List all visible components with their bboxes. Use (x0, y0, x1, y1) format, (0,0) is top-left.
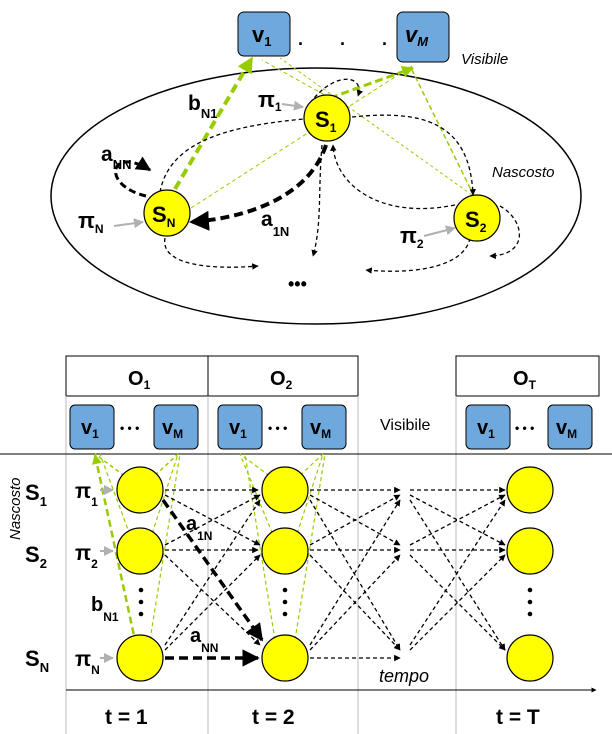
a-1n-label: a1N (261, 208, 289, 239)
time-label-2: t = 2 (252, 706, 295, 729)
obs-column-1-label: O1 (128, 368, 151, 392)
row-label-s1: S1 (25, 480, 47, 509)
obs-v1-label: v1 (252, 22, 271, 49)
trellis-a-1n: a1N (186, 513, 212, 543)
time-label-1: t = 1 (105, 706, 148, 729)
trellis-obs-boxes (69, 404, 593, 450)
obs-column-box-2 (207, 355, 359, 397)
trellis-visible-label: Visibile (380, 417, 431, 434)
obs-vm-label: vM (405, 22, 429, 49)
a-nn-label: aNN (101, 143, 131, 172)
obs-column-2-label: O2 (270, 368, 293, 392)
emission-arrows (173, 56, 475, 209)
trellis-obs-dots-col2: • • • (268, 421, 287, 435)
state-s1-label: S1 (315, 107, 337, 135)
obs-box-v1: v1 (237, 11, 291, 57)
trellis-hidden-label: Nascosto (7, 477, 24, 540)
top-hmm-diagram: v1 . . . vM Visibile Nascosto (50, 11, 582, 325)
trellis-state-nodes (116, 466, 554, 682)
state-s1: S1 (303, 94, 351, 142)
trellis-pi-1: π1 (75, 480, 98, 509)
state-s2: S2 (453, 194, 501, 242)
row-label-s2: S2 (25, 542, 47, 571)
trellis-pi-n: πN (75, 648, 100, 677)
state-sn: SN (143, 189, 191, 237)
pi-1-label: π1 (258, 87, 282, 114)
trellis-b-n1: bN1 (91, 594, 119, 624)
row-label-sn: SN (25, 646, 49, 675)
transition-arrows (114, 78, 520, 274)
column-separators (65, 396, 457, 734)
hidden-label: Nascosto (492, 164, 555, 181)
trellis-initial-arrows (100, 485, 114, 663)
obs-column-box-t (455, 355, 600, 397)
trellis-transitions-mid-t (409, 486, 506, 651)
obs-column-t-label: OT (513, 368, 537, 392)
visible-label: Visibile (461, 51, 508, 68)
trellis-v1-col2: v1 (229, 417, 247, 441)
initial-arrows (113, 100, 456, 237)
hidden-region-ellipse (50, 67, 582, 325)
trellis-pi-2: π2 (75, 542, 98, 571)
states-ellipsis: ••• (288, 274, 307, 294)
trellis-vm-col1: vM (162, 417, 183, 441)
trellis-transitions-2-mid (309, 486, 401, 662)
trellis-obs-dots-colt: • • • (515, 421, 534, 435)
b-n1-label: bN1 (188, 92, 217, 121)
time-axis-label: tempo (379, 666, 429, 686)
trellis-vm-colt: vM (556, 417, 577, 441)
trellis-vertical-dots (138, 587, 533, 617)
trellis-v1-colt: v1 (477, 417, 495, 441)
time-label-t: t = T (496, 706, 540, 729)
trellis-diagram: O1 O2 OT Visibile Nascosto v1 vM v1 vM v… (0, 355, 612, 734)
obs-dots: . . . (298, 29, 403, 49)
trellis-a-nn: aNN (190, 625, 218, 655)
trellis-v1-col1: v1 (81, 417, 99, 441)
trellis-obs-labels: v1 vM v1 vM v1 vM • • • • • • • • • (81, 417, 577, 441)
pi-2-label: π2 (400, 223, 424, 251)
state-sn-label: SN (152, 202, 175, 230)
trellis-vm-col2: vM (310, 417, 331, 441)
state-s2-label: S2 (465, 207, 487, 235)
trellis-transitions-1-2 (161, 486, 264, 667)
obs-box-vm: vM (396, 11, 450, 63)
pi-n-label: πN (78, 208, 104, 236)
trellis-obs-dots-col1: • • • (120, 421, 139, 435)
